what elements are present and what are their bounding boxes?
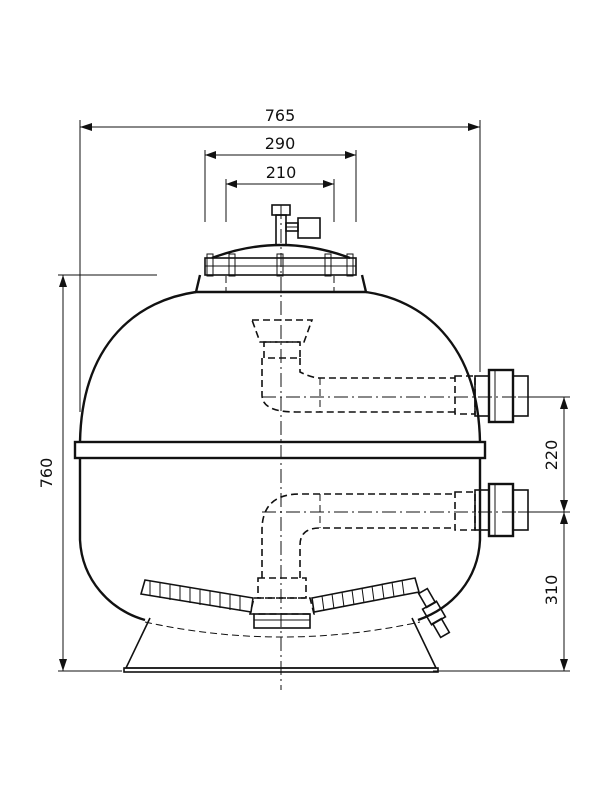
base-stand — [123, 617, 439, 673]
dimension-lid-width: 210 — [225, 163, 335, 222]
air-release-valve — [271, 204, 321, 246]
dimension-bottom-port-height: 310 — [433, 512, 570, 672]
drain-valve — [417, 587, 451, 639]
dimension-overall-height: 760 — [37, 274, 157, 672]
tank-body — [73, 290, 487, 638]
dimension-label-310: 310 — [542, 575, 561, 606]
lower-outlet-pipe — [248, 491, 476, 629]
upper-port-union — [474, 368, 529, 424]
lower-port-union — [474, 482, 529, 538]
dimension-label-220: 220 — [542, 440, 561, 471]
dimension-port-spacing: 220 — [518, 396, 570, 513]
dimension-label-290: 290 — [265, 134, 296, 153]
lateral-arm-right — [311, 577, 421, 613]
dimension-label-765: 765 — [265, 106, 296, 125]
upper-inlet-diffuser — [250, 319, 476, 415]
filter-lid — [194, 243, 368, 294]
dimension-overall-width: 765 — [79, 106, 481, 412]
dimension-label-760: 760 — [37, 458, 56, 489]
dimension-flange-width: 290 — [204, 134, 357, 222]
lateral-arm-left — [139, 579, 254, 613]
dimension-label-210: 210 — [266, 163, 297, 182]
